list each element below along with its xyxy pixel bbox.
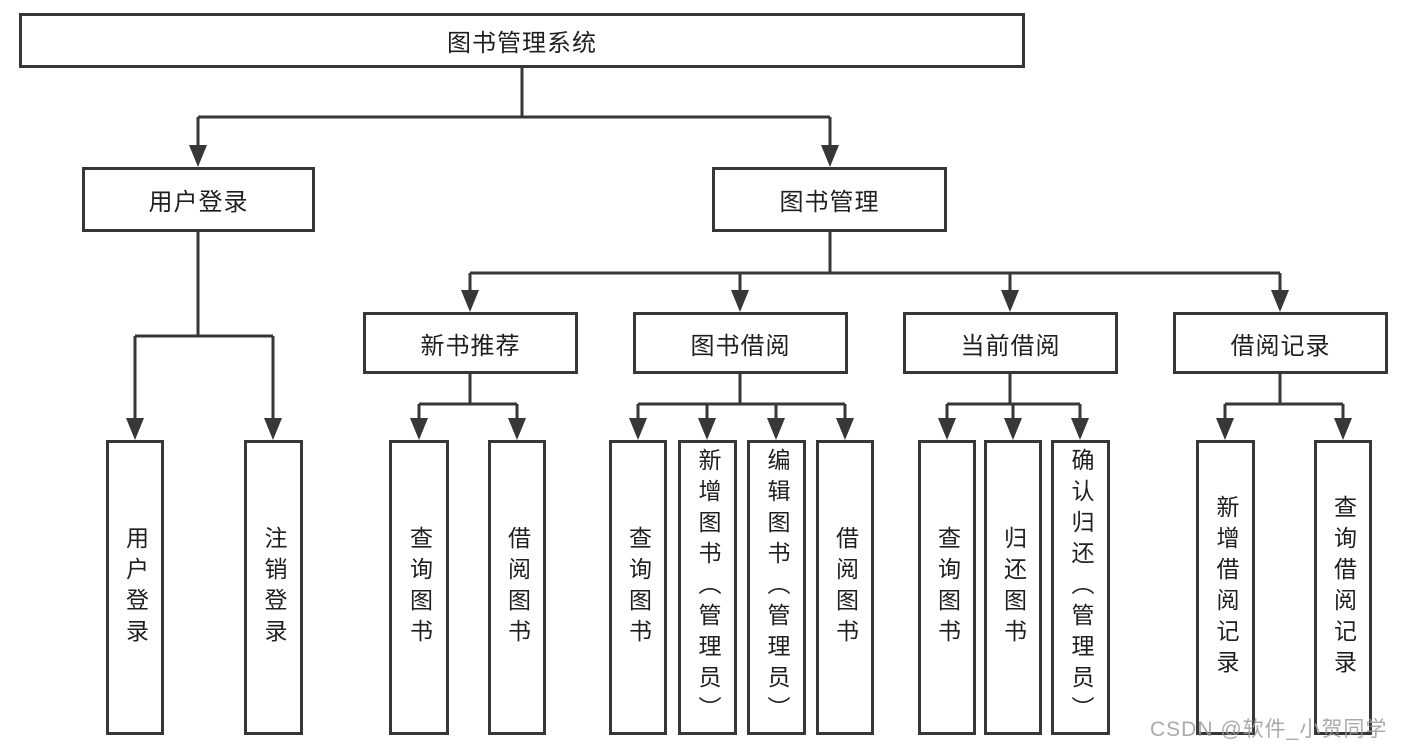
arrowheads: [126, 145, 1352, 440]
leaf-borrow-books-recommend-label: 借阅图书: [504, 525, 531, 650]
leaf-return-books: 归还图书: [984, 440, 1042, 735]
leaf-edit-books-admin-label: 编辑图书（管理员）: [764, 448, 790, 727]
leaf-logout-login: 注销登录: [244, 440, 303, 735]
leaf-edit-books-admin: 编辑图书（管理员）: [747, 440, 806, 735]
node-user-login-label: 用户登录: [148, 189, 249, 216]
leaf-borrow-books: 借阅图书: [816, 440, 874, 735]
node-current-borrow-label: 当前借阅: [960, 332, 1061, 360]
node-book-borrow: 图书借阅: [633, 312, 848, 374]
leaf-query-books-recommend-label: 查询图书: [406, 525, 433, 650]
node-book-management: 图书管理: [712, 167, 947, 232]
leaf-query-books-current-label: 查询图书: [934, 525, 961, 650]
leaf-add-books-admin-label: 新增图书（管理员）: [695, 448, 721, 727]
leaf-query-borrow-record-label: 查询借阅记录: [1330, 494, 1357, 681]
leaf-borrow-books-recommend: 借阅图书: [488, 440, 546, 735]
leaf-borrow-books-label: 借阅图书: [832, 525, 859, 650]
node-root: 图书管理系统: [19, 13, 1025, 68]
leaf-query-books-borrow-label: 查询图书: [625, 525, 652, 650]
node-root-label: 图书管理系统: [447, 30, 597, 57]
leaf-user-login-label: 用户登录: [122, 525, 149, 650]
leaf-confirm-return-admin: 确认归还（管理员）: [1051, 440, 1110, 735]
leaf-add-books-admin: 新增图书（管理员）: [678, 440, 737, 735]
node-new-book-recommend: 新书推荐: [363, 312, 578, 374]
leaf-query-borrow-record: 查询借阅记录: [1314, 440, 1372, 735]
node-borrow-records: 借阅记录: [1173, 312, 1388, 374]
leaf-add-borrow-record: 新增借阅记录: [1196, 440, 1255, 735]
leaf-user-login: 用户登录: [106, 440, 164, 735]
node-user-login: 用户登录: [82, 167, 315, 232]
node-borrow-records-label: 借阅记录: [1230, 332, 1331, 360]
leaf-query-books-current: 查询图书: [918, 440, 976, 735]
node-book-management-label: 图书管理: [779, 189, 880, 216]
leaf-logout-login-label: 注销登录: [261, 525, 287, 650]
leaf-confirm-return-admin-label: 确认归还（管理员）: [1068, 448, 1094, 727]
node-book-borrow-label: 图书借阅: [690, 332, 791, 360]
node-new-book-recommend-label: 新书推荐: [420, 332, 521, 360]
leaf-query-books-borrow: 查询图书: [609, 440, 667, 735]
leaf-add-borrow-record-label: 新增借阅记录: [1213, 494, 1239, 681]
csdn-watermark: CSDN @软件_小贺同学: [1150, 718, 1388, 741]
node-current-borrow: 当前借阅: [903, 312, 1118, 374]
leaf-query-books-recommend: 查询图书: [389, 440, 449, 735]
leaf-return-books-label: 归还图书: [1000, 525, 1027, 650]
